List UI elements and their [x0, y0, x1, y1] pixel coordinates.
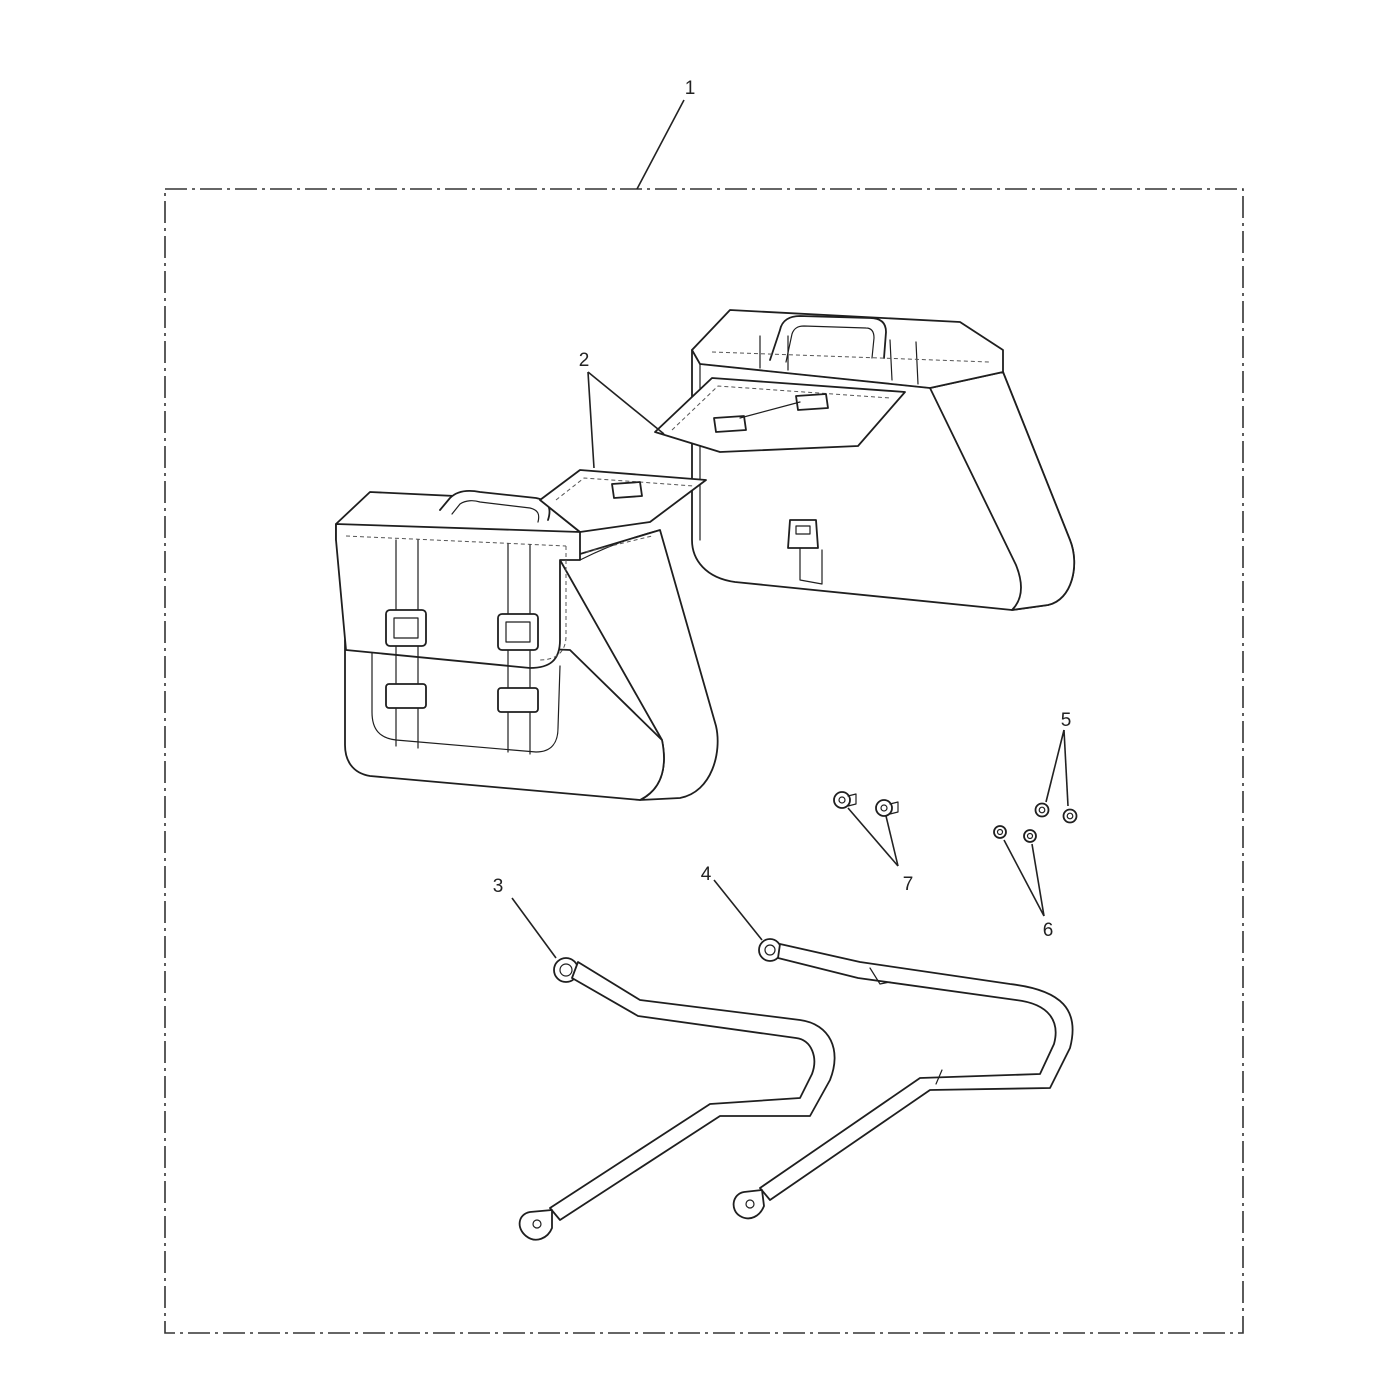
callout-1: 1 — [685, 78, 696, 99]
washer-5b[interactable] — [1062, 808, 1078, 824]
callout-5: 5 — [1061, 710, 1072, 731]
mount-plate-left[interactable] — [539, 469, 707, 533]
leader-7a — [847, 807, 899, 867]
nut-6b[interactable] — [1023, 829, 1037, 843]
bolt-7b[interactable] — [875, 799, 899, 817]
pannier-right[interactable] — [691, 309, 1076, 611]
leader-7b — [885, 815, 899, 867]
leader-5b — [1063, 729, 1069, 807]
leader-2b — [587, 371, 595, 469]
leader-1 — [636, 99, 685, 190]
leader-6b — [1031, 843, 1045, 917]
leader-3 — [511, 897, 557, 959]
kit-boundary-frame — [164, 188, 1244, 1334]
washer-5a[interactable] — [1034, 802, 1050, 818]
pannier-left[interactable] — [335, 490, 719, 801]
leader-2a — [587, 371, 665, 435]
callout-3: 3 — [493, 876, 504, 897]
bolt-7a[interactable] — [833, 791, 857, 809]
callout-2: 2 — [579, 350, 590, 371]
mount-plate-right[interactable] — [654, 377, 906, 453]
support-rail-4[interactable] — [732, 938, 1074, 1220]
leader-4 — [713, 879, 763, 941]
support-rail-3[interactable] — [518, 957, 836, 1241]
callout-6: 6 — [1043, 920, 1054, 941]
leader-6a — [1003, 839, 1045, 917]
nut-6a[interactable] — [993, 825, 1007, 839]
leader-5a — [1045, 729, 1065, 803]
callout-7: 7 — [903, 874, 914, 895]
callout-4: 4 — [701, 864, 712, 885]
